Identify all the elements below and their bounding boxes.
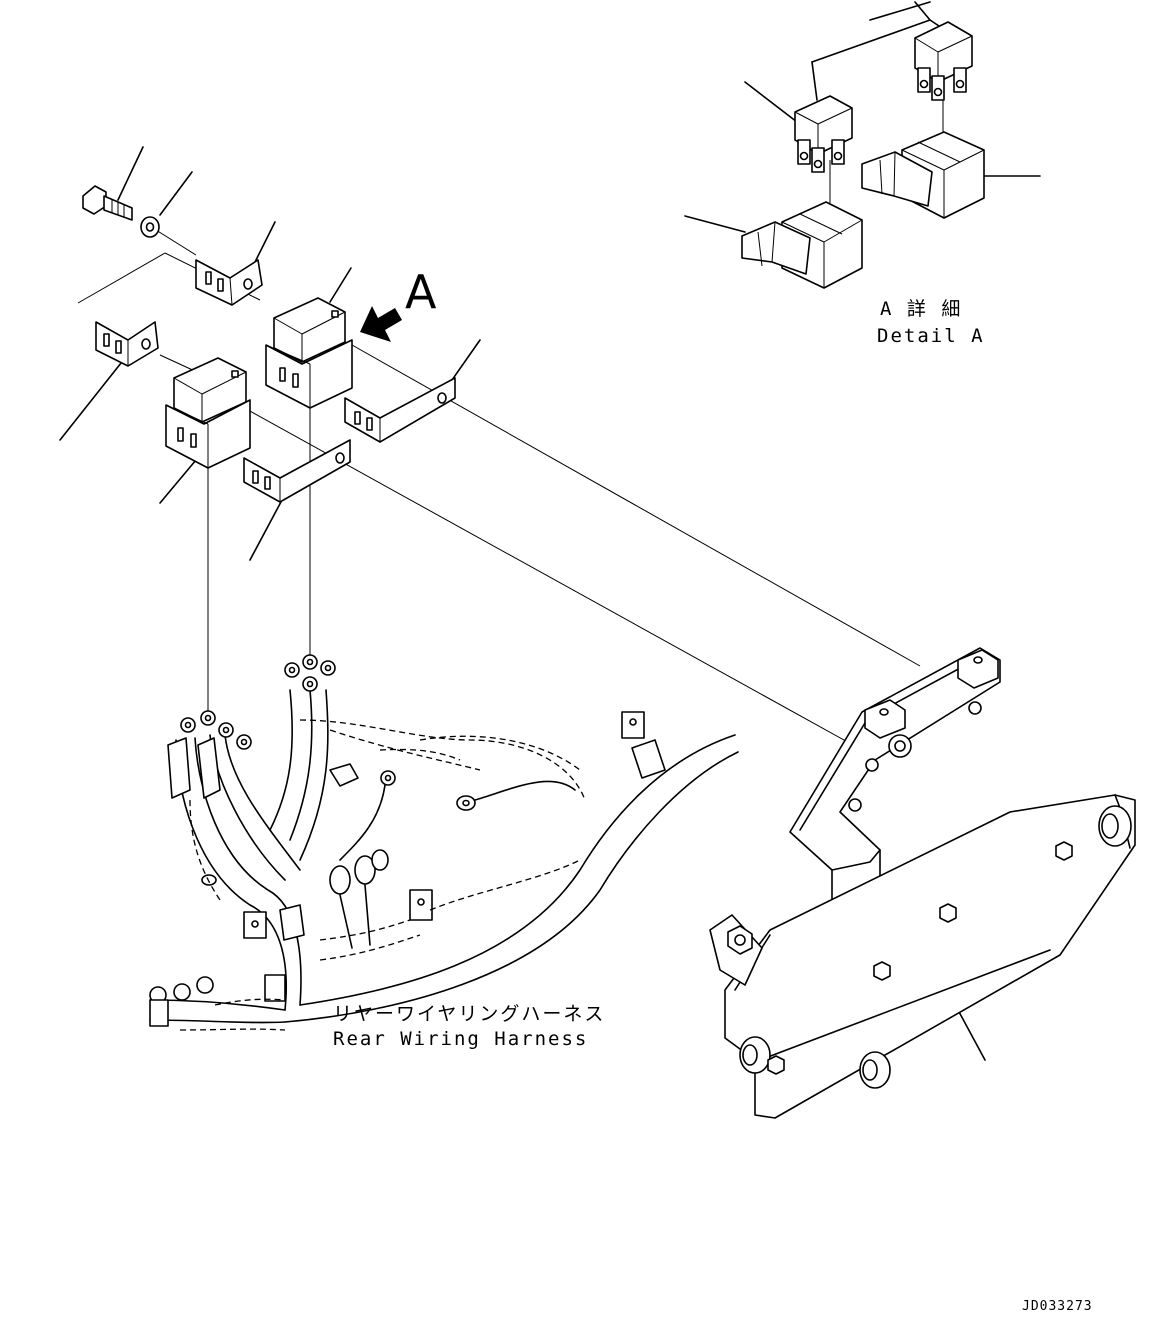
- bracket-long-right: [344, 377, 456, 443]
- rear-wiring-harness: [149, 654, 739, 1027]
- washer: [140, 216, 160, 238]
- detail-a-label-jp: A 詳 細: [880, 298, 962, 320]
- harness-label-jp: リヤーワイヤリングハーネス: [333, 1003, 605, 1025]
- bracket-upper-left: [195, 259, 263, 306]
- view-arrow-icon: [360, 306, 402, 342]
- detail-a-relay-right: [914, 21, 973, 101]
- rear-wiring-harness-hidden-lines: [179, 719, 586, 1031]
- detail-a-socket-lower: [741, 201, 863, 289]
- mounting-plate: [709, 794, 1136, 1119]
- detail-a-relay-left: [794, 95, 853, 173]
- relay-lower: [165, 357, 251, 469]
- bracket-long-lower: [243, 439, 351, 503]
- detail-a-socket-upper: [861, 131, 985, 219]
- bracket-middle-left: [95, 321, 159, 367]
- leader-lines: [59, 1, 1041, 1061]
- detail-a-label-en: Detail A: [877, 325, 985, 347]
- bolt: [82, 185, 133, 221]
- relay-upper: [265, 297, 353, 409]
- view-callout-letter: A: [405, 265, 437, 319]
- drawing-id: JD033273: [1022, 1299, 1093, 1314]
- mounting-bracket: [789, 647, 1001, 941]
- harness-label-en: Rear Wiring Harness: [333, 1028, 588, 1050]
